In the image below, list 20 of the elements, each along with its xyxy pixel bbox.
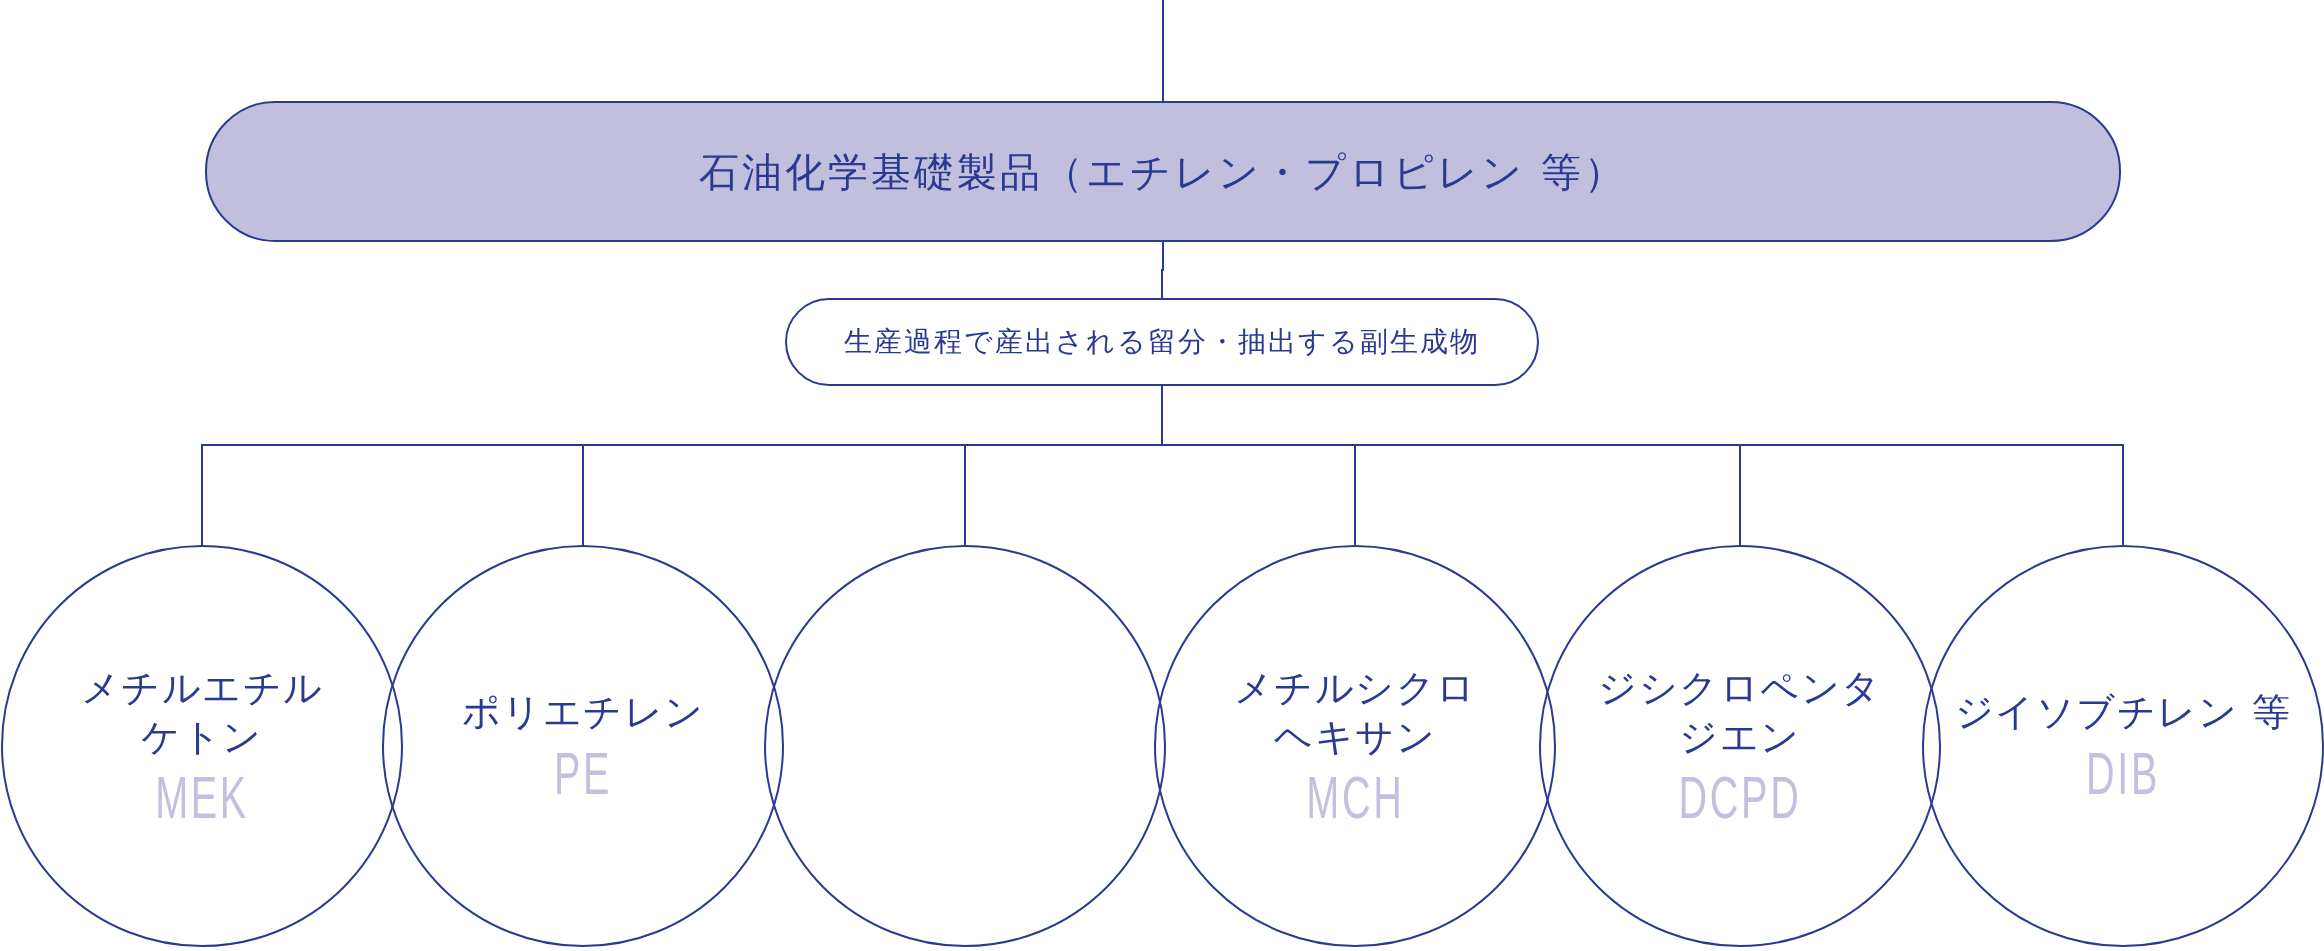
product-name: ポリエチレン: [461, 689, 705, 737]
product-circle: [1922, 545, 2324, 947]
abbreviation: DCPD: [1678, 768, 1802, 829]
abbreviation: MCH: [1305, 768, 1405, 829]
box-title: 生産過程で産出される留分・抽出する副生成物: [844, 323, 1480, 360]
product-name: メチルエチルケトン: [79, 664, 325, 761]
abbreviation: PE: [553, 743, 613, 804]
abbreviation: MEK: [155, 768, 249, 829]
product-circle: [1539, 545, 1941, 947]
connector-line: [1161, 241, 1164, 299]
product-circle: [1154, 545, 1556, 947]
product-name: メチルシクロヘキサン: [1232, 664, 1478, 761]
product-circle: [1, 545, 403, 947]
product-name: ジシクロペンタジエン: [1597, 664, 1883, 761]
product-circle: [764, 545, 1166, 947]
abbreviation: DIB: [2086, 743, 2160, 804]
box-title: 石油化学基礎製品（エチレン・プロピレン 等）: [699, 147, 1627, 197]
product-circle: [382, 545, 784, 947]
connector-line: [1162, 0, 1164, 102]
product-name: ジイソブチレン 等: [1954, 689, 2292, 737]
